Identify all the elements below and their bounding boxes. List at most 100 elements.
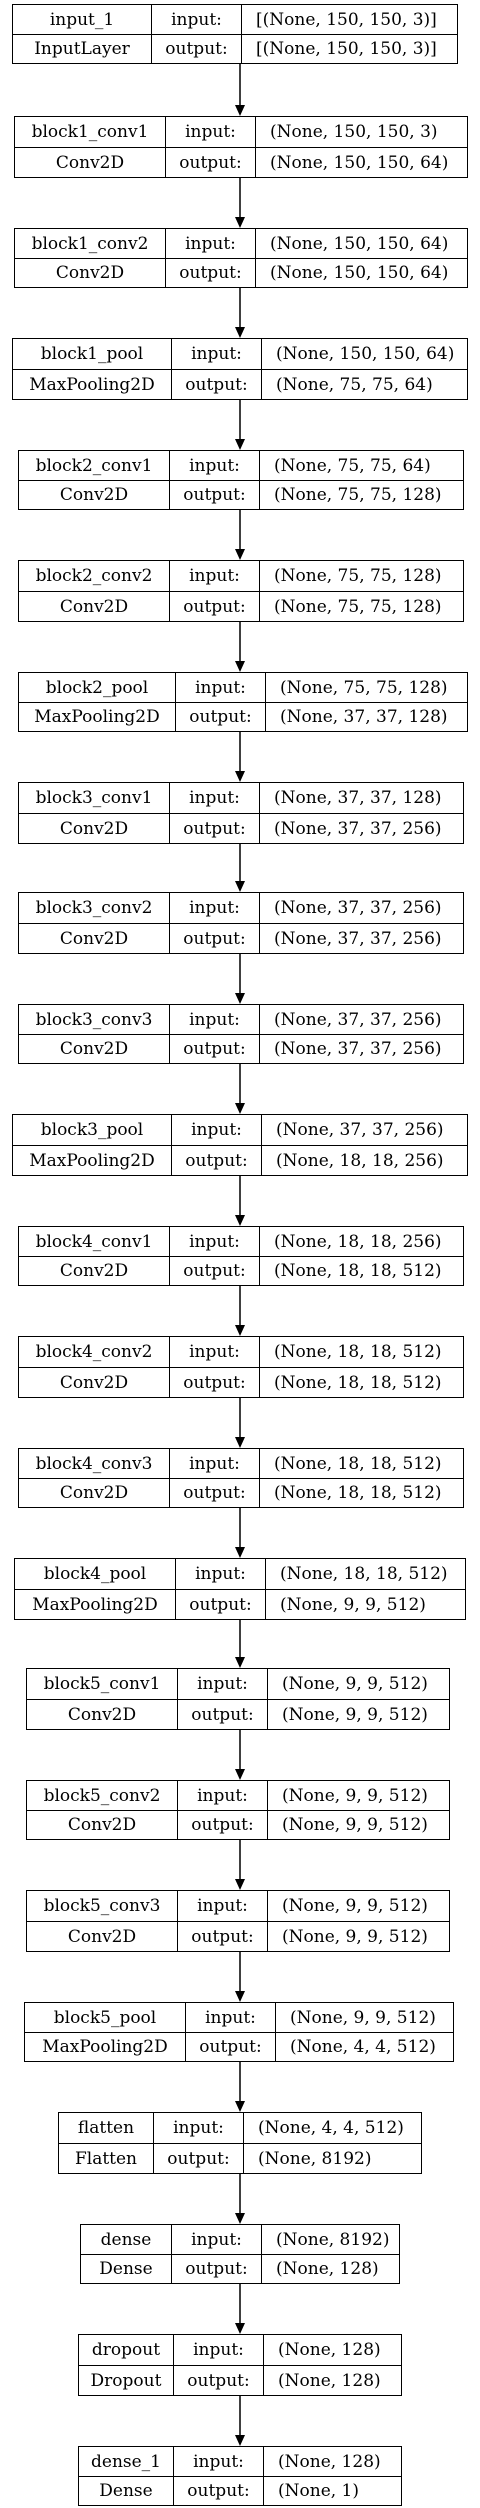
layer-name: block3_conv2 (35, 898, 153, 918)
layer-name: block5_pool (53, 2007, 157, 2028)
input-label: input: (173, 2447, 263, 2476)
input-label: input: (177, 1781, 267, 1810)
input-shape: (None, 4, 4, 512) (243, 2113, 421, 2143)
layer-type: Conv2D (19, 1256, 169, 1285)
connector-arrow (235, 510, 245, 560)
input-label: input: (177, 1891, 267, 1921)
connector-arrow (235, 1840, 245, 1890)
output-label: output: (165, 147, 255, 177)
layer-node-block3_conv2: block3_conv2 input:(None, 37, 37, 256) Con… (18, 892, 464, 954)
output-label: output: (171, 1145, 261, 1175)
layer-type: MaxPooling2D (15, 1589, 175, 1619)
input-shape: (None, 37, 37, 256) (261, 1115, 467, 1145)
layer-name: dense_1 (91, 2451, 161, 2472)
layer-name: block4_conv3 (35, 1453, 153, 1474)
layer-type: Conv2D (27, 1921, 177, 1951)
input-shape: [(None, 150, 150, 3)] (241, 5, 457, 34)
output-label: output: (177, 1921, 267, 1951)
input-shape: (None, 150, 150, 64) (255, 229, 467, 258)
connector-arrow (235, 844, 245, 892)
connector-arrow (235, 400, 245, 450)
output-shape: (None, 128) (261, 2254, 399, 2283)
layer-type: MaxPooling2D (19, 702, 175, 731)
connector-arrow (235, 1286, 245, 1336)
output-shape: (None, 37, 37, 256) (259, 813, 463, 843)
output-shape: (None, 75, 75, 64) (261, 369, 467, 399)
output-label: output: (169, 1367, 259, 1397)
output-label: output: (169, 1034, 259, 1063)
arrow-head (235, 1657, 245, 1668)
input-label: input: (185, 2003, 275, 2032)
layer-type: Flatten (59, 2143, 153, 2173)
layer-name: block2_conv1 (35, 455, 153, 476)
layer-type: Dense (79, 2476, 173, 2505)
input-label: input: (177, 1669, 267, 1699)
connector-arrow (235, 64, 245, 116)
arrow-head (235, 1879, 245, 1890)
input-shape: (None, 150, 150, 64) (261, 339, 467, 369)
input-label: input: (169, 1005, 259, 1034)
connector-arrow (235, 1508, 245, 1558)
output-label: output: (169, 480, 259, 509)
input-label: input: (169, 561, 259, 591)
arrow-head (235, 1769, 245, 1780)
connector-arrow (235, 178, 245, 228)
layer-type: Conv2D (19, 591, 169, 621)
output-label: output: (169, 1256, 259, 1285)
layer-name: block1_conv2 (31, 233, 149, 254)
output-shape: (None, 18, 18, 256) (261, 1145, 467, 1175)
input-shape: (None, 18, 18, 512) (265, 1559, 465, 1589)
input-label: input: (171, 339, 261, 369)
layer-name: block3_conv1 (35, 788, 153, 808)
output-label: output: (151, 34, 241, 63)
arrow-head (235, 1103, 245, 1114)
input-shape: (None, 9, 9, 512) (275, 2003, 453, 2032)
output-shape: (None, 37, 37, 256) (259, 1034, 463, 1063)
arrow-head (235, 1547, 245, 1558)
output-shape: (None, 9, 9, 512) (265, 1589, 465, 1619)
input-label: input: (173, 2335, 263, 2365)
output-shape: (None, 37, 37, 256) (259, 923, 463, 953)
input-label: input: (153, 2113, 243, 2143)
layer-type: Conv2D (19, 480, 169, 509)
arrow-head (235, 661, 245, 672)
output-label: output: (185, 2032, 275, 2061)
output-shape: (None, 75, 75, 128) (259, 480, 463, 509)
output-shape: (None, 18, 18, 512) (259, 1478, 463, 1507)
input-label: input: (169, 893, 259, 923)
output-label: output: (171, 369, 261, 399)
input-label: input: (175, 673, 265, 702)
layer-type: Conv2D (19, 1478, 169, 1507)
connector-arrow (235, 1064, 245, 1114)
output-shape: (None, 37, 37, 128) (265, 702, 467, 731)
layer-type: Conv2D (19, 923, 169, 953)
layer-type: Conv2D (27, 1699, 177, 1729)
output-shape: (None, 150, 150, 64) (255, 147, 467, 177)
input-label: input: (169, 1337, 259, 1367)
layer-name: input_1 (49, 9, 115, 30)
input-shape: (None, 9, 9, 512) (267, 1669, 449, 1699)
input-shape: (None, 18, 18, 512) (259, 1449, 463, 1478)
input-label: input: (171, 2225, 261, 2254)
input-label: input: (169, 451, 259, 480)
arrow-head (235, 1215, 245, 1226)
layer-type: InputLayer (13, 34, 151, 63)
arrow-head (235, 2213, 245, 2224)
input-shape: (None, 75, 75, 64) (259, 451, 463, 480)
connector-arrow (235, 2062, 245, 2112)
connector-arrow (235, 954, 245, 1004)
